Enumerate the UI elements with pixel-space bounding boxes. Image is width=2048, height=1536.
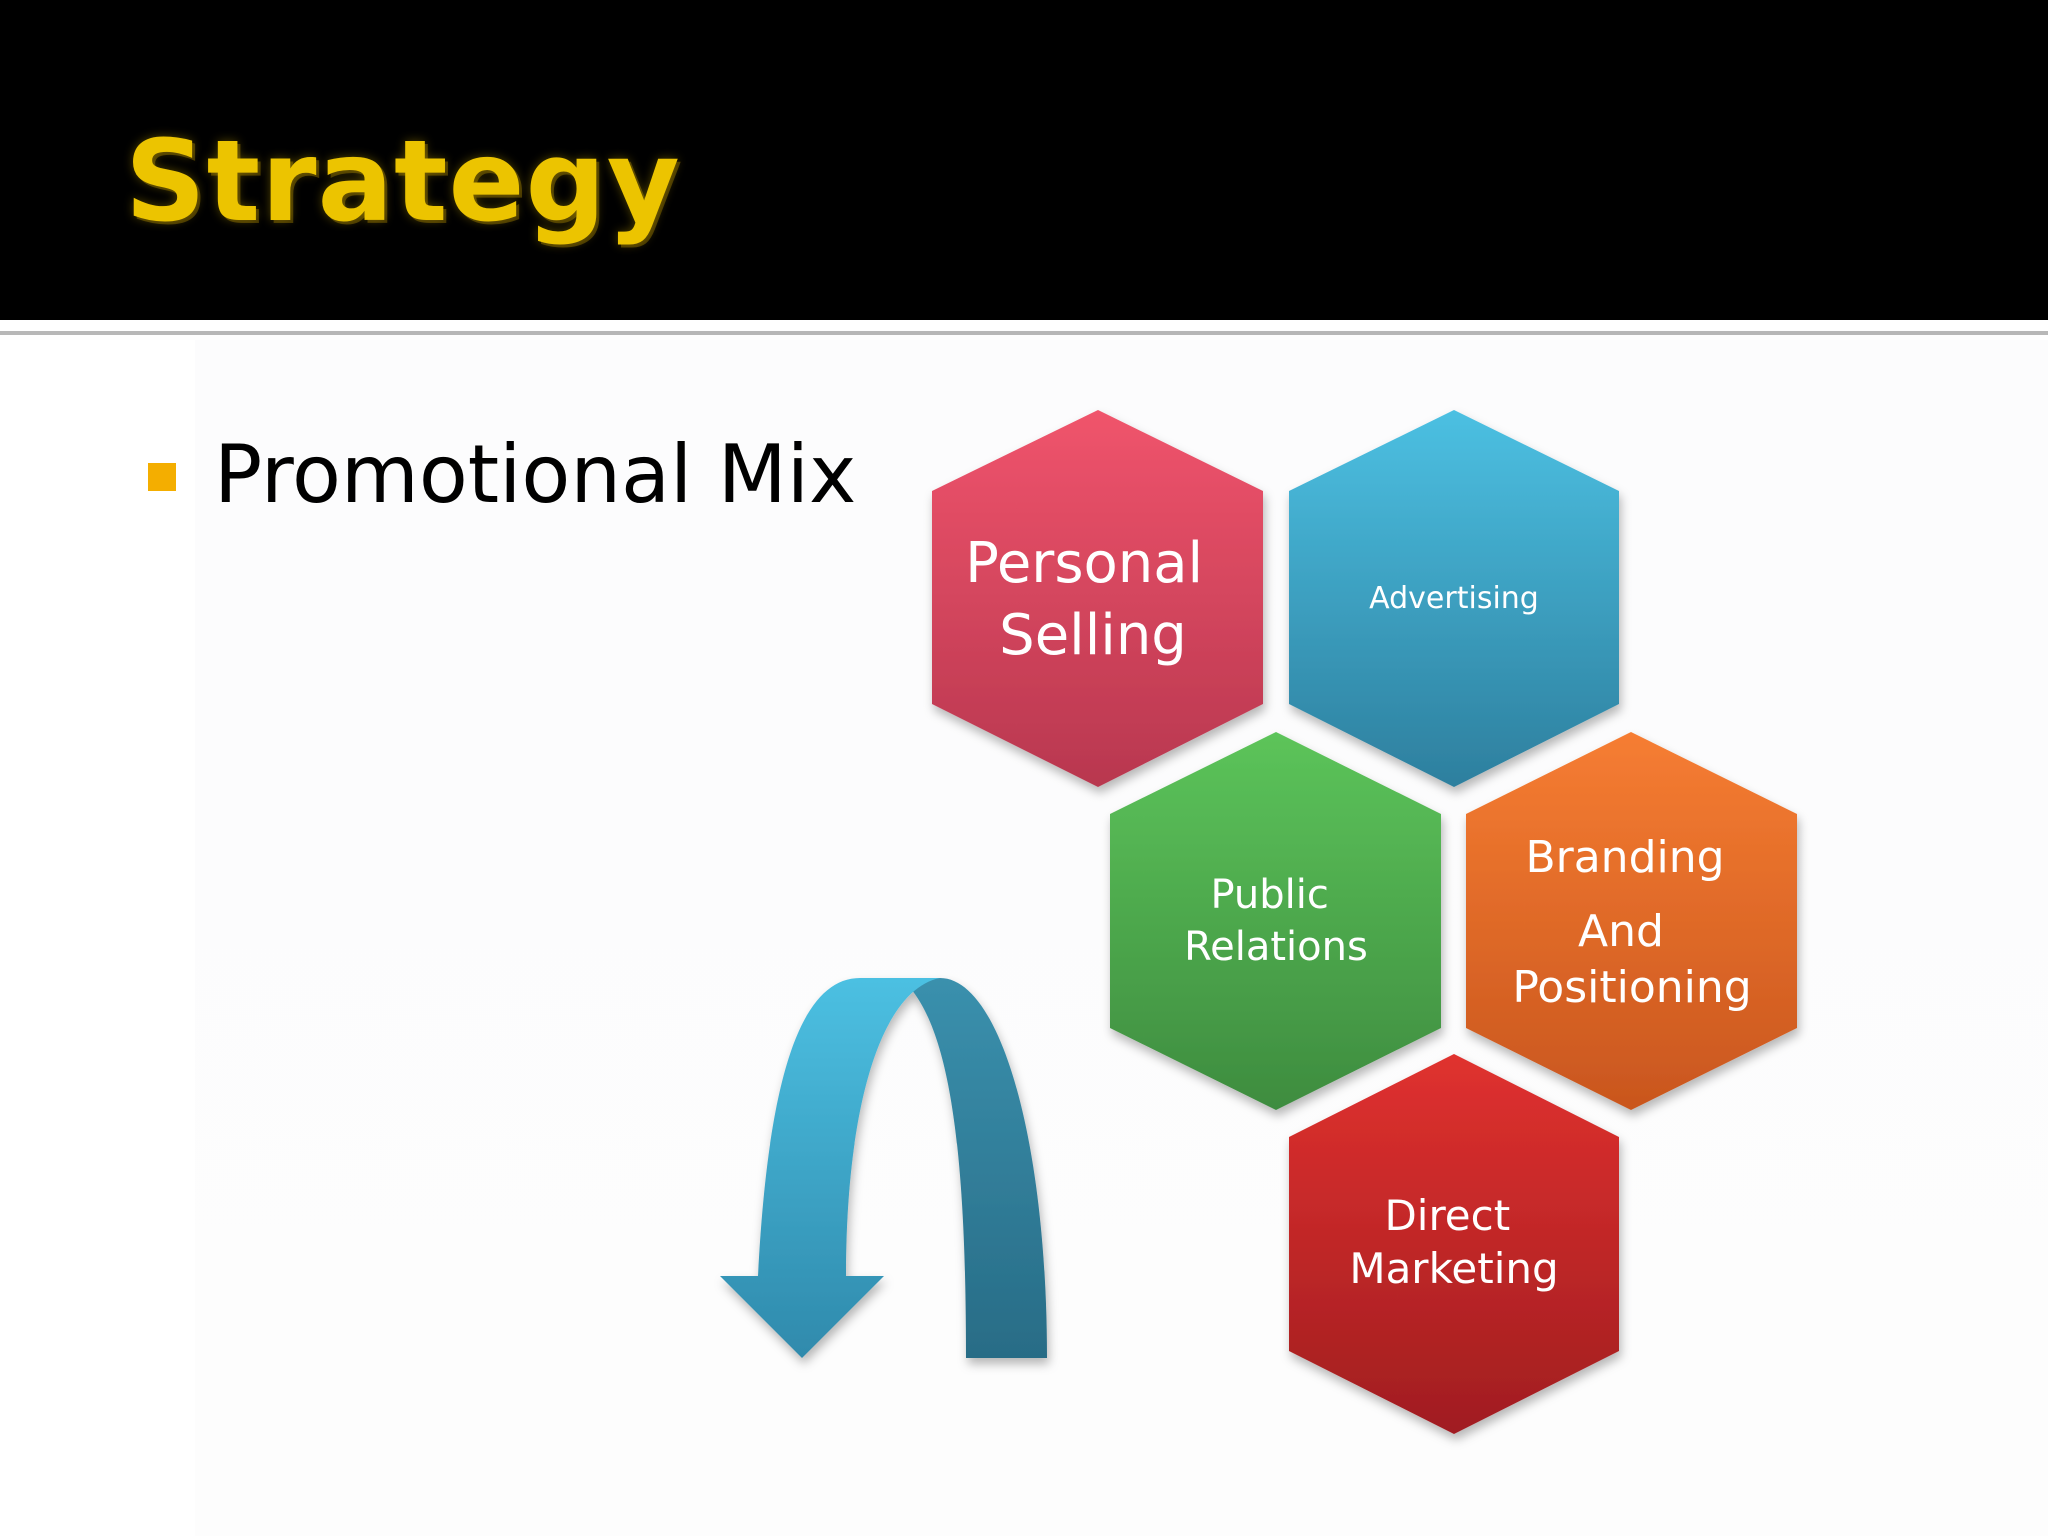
hexagon-branding-and-positioning: Branding And Positioning	[1466, 732, 1797, 1110]
u-turn-arrow-icon	[720, 978, 1047, 1358]
hex-label-line: Branding	[1525, 832, 1724, 883]
hex-label-line: Positioning	[1512, 962, 1751, 1013]
svg-text:Advertising: Advertising	[1369, 581, 1539, 616]
bullet-square-icon	[148, 463, 176, 491]
hexagon-public-relations: Public Relations	[1110, 732, 1441, 1110]
hexagon-direct-marketing: Direct Marketing	[1289, 1054, 1619, 1434]
hexagon-personal-selling: Personal Selling	[932, 410, 1263, 787]
slide-title: Strategy	[125, 117, 681, 247]
header-divider	[0, 331, 2048, 335]
hex-label-line: Public	[1210, 872, 1328, 918]
hex-label-line: Direct	[1384, 1191, 1510, 1240]
hex-label-line: Relations	[1184, 924, 1368, 970]
hex-label-line: Selling	[999, 603, 1187, 668]
svg-text:Branding And Posit: Branding And Positioning	[1512, 832, 1751, 1013]
bullet-text: Promotional Mix	[214, 428, 857, 521]
hex-label-line: Advertising	[1369, 581, 1539, 616]
hex-label-line: Marketing	[1349, 1244, 1558, 1293]
hex-label-line: And	[1578, 906, 1664, 957]
hex-label-line: Personal	[965, 531, 1203, 596]
svg-text:Personal Selling: Personal Selling	[965, 531, 1221, 668]
svg-text:Direct Marketing: Direct Marketing	[1349, 1191, 1558, 1293]
hexagon-advertising: Advertising	[1289, 410, 1619, 787]
header-band	[0, 0, 2048, 320]
svg-text:Public Relations: Public Relations	[1184, 872, 1368, 970]
